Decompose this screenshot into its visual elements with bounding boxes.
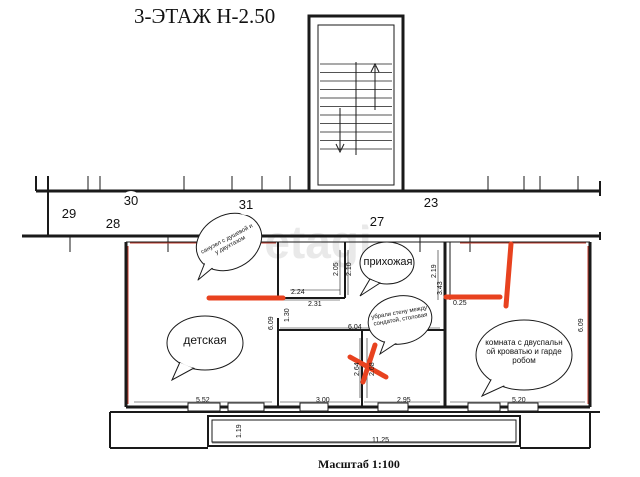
dim-2-19: 2.19: [431, 264, 438, 278]
scale-label: Масштаб 1:100: [318, 457, 400, 471]
apartment-walls: [109, 241, 600, 449]
corridor-walls: [22, 176, 601, 252]
column-marker-23: 23: [421, 193, 441, 213]
dim-6-09-left: 6.09: [268, 316, 275, 330]
dim-6-09-right: 6.09: [578, 318, 585, 332]
dim-5-52: 5.52: [196, 397, 210, 404]
column-marker-28: 28: [103, 214, 123, 234]
page-title: 3-ЭТАЖ Н-2.50: [134, 4, 276, 28]
dim-2-31: 2.31: [308, 301, 322, 308]
dim-2-68: 2.68: [369, 362, 376, 376]
dimension-lines: [134, 250, 585, 444]
dim-2-10: 2.10: [346, 262, 353, 276]
dim-11-25: 11.25: [372, 437, 389, 444]
markup-bold: [206, 241, 514, 385]
dim-6-04: 6.04: [348, 324, 362, 331]
dim-2-24: 2.24: [291, 289, 305, 296]
dim-3-43: 3.43: [437, 281, 444, 295]
balcony: [207, 415, 521, 447]
column-marker-31: 31: [236, 195, 256, 215]
dim-1-30: 1.30: [284, 308, 291, 322]
dim-1-19: 1.19: [236, 424, 243, 438]
room-label-kids: детская: [183, 333, 227, 347]
dim-3-00: 3.00: [316, 397, 330, 404]
column-marker-27: 27: [367, 212, 387, 232]
column-marker-29: 29: [59, 204, 79, 224]
room-label-hallway: прихожая: [363, 256, 413, 268]
dim-0-25: 0.25: [453, 300, 467, 307]
stairwell: [307, 14, 405, 193]
dim-2-95: 2.95: [397, 397, 411, 404]
dim-2-64: 2.64: [354, 362, 361, 376]
dim-2-05: 2.05: [333, 262, 340, 276]
room-label-bedroom: комната с двуспальн ой кроватью и гарде …: [485, 338, 563, 366]
dim-5-20: 5.20: [512, 397, 526, 404]
stair-steps: [320, 63, 392, 150]
windows: [187, 402, 539, 412]
column-marker-30: 30: [121, 191, 141, 211]
